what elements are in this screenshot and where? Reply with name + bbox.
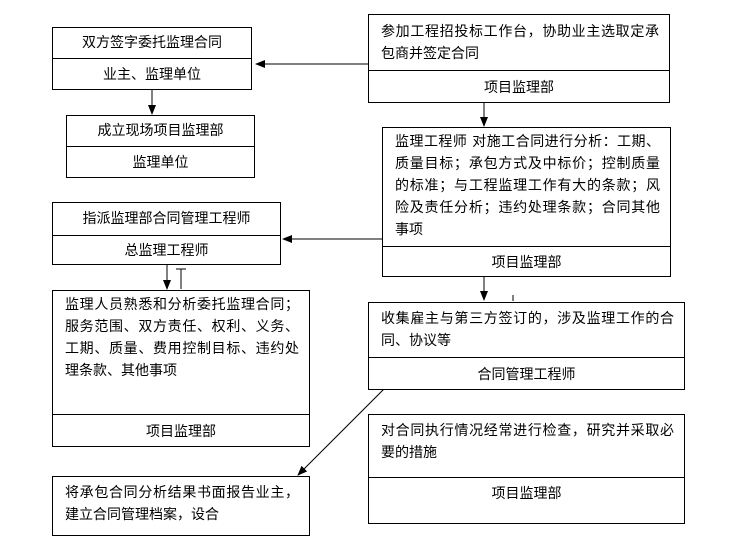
box-inspect-execution-owner: 项目监理部 bbox=[369, 477, 684, 507]
box-collect-contracts: 收集雇主与第三方签订的，涉及监理工作的合同、协议等 合同管理工程师 bbox=[368, 302, 685, 390]
box-sign-contract: 双方签字委托监理合同 业主、监理单位 bbox=[52, 27, 252, 90]
box-collect-contracts-owner: 合同管理工程师 bbox=[369, 357, 684, 389]
box-familiarize-owner: 项目监理部 bbox=[53, 414, 309, 446]
box-tendering-owner: 项目监理部 bbox=[369, 70, 669, 102]
box-assign-engineer-desc: 指派监理部合同管理工程师 bbox=[82, 211, 251, 227]
box-report-desc: 将承包合同分析结果书面报告业主，建立合同管理档案，设合 bbox=[65, 485, 299, 523]
box-familiarize: 监理人员熟悉和分析委托监理合同；服务范围、双方责任、权利、义务、工期、质量、费用… bbox=[52, 290, 310, 447]
box-inspect-execution-desc: 对合同执行情况经常进行检查，研究并采取必要的措施 bbox=[381, 423, 674, 461]
box-setup-dept-owner: 监理单位 bbox=[67, 146, 254, 177]
box-report: 将承包合同分析结果书面报告业主，建立合同管理档案，设合 bbox=[52, 476, 310, 536]
box-collect-contracts-desc: 收集雇主与第三方签订的，涉及监理工作的合同、协议等 bbox=[381, 311, 674, 349]
box-inspect-execution: 对合同执行情况经常进行检查，研究并采取必要的措施 项目监理部 bbox=[368, 414, 685, 524]
box-assign-engineer: 指派监理部合同管理工程师 总监理工程师 bbox=[52, 202, 281, 265]
box-tendering-desc: 参加工程招投标工作台，协助业主选取定承包商并签定合同 bbox=[381, 24, 659, 62]
box-tendering: 参加工程招投标工作台，协助业主选取定承包商并签定合同 项目监理部 bbox=[368, 14, 670, 103]
flow-connectors bbox=[148, 60, 514, 476]
arrow-collect-to-report bbox=[297, 388, 385, 476]
box-analyze-contract-owner: 项目监理部 bbox=[383, 246, 670, 276]
box-setup-dept: 成立现场项目监理部 监理单位 bbox=[66, 115, 255, 178]
box-sign-contract-desc: 双方签字委托监理合同 bbox=[82, 35, 222, 51]
box-assign-engineer-owner: 总监理工程师 bbox=[53, 235, 280, 264]
box-familiarize-desc: 监理人员熟悉和分析委托监理合同；服务范围、双方责任、权利、义务、工期、质量、费用… bbox=[65, 297, 299, 379]
box-analyze-contract: 监理工程师 对施工合同进行分析：工期、质量目标；承包方式及中标价；控制质量的标准… bbox=[382, 127, 671, 277]
box-setup-dept-desc: 成立现场项目监理部 bbox=[97, 123, 224, 139]
box-sign-contract-owner: 业主、监理单位 bbox=[53, 58, 251, 89]
box-analyze-contract-desc: 监理工程师 对施工合同进行分析：工期、质量目标；承包方式及中标价；控制质量的标准… bbox=[395, 134, 660, 238]
